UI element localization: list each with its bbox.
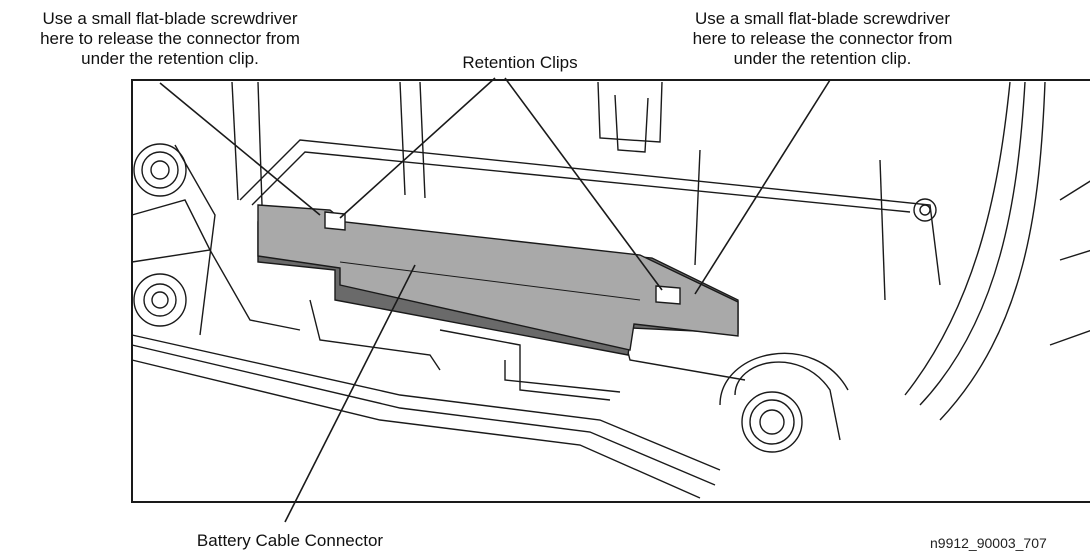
leader-battery-connector <box>284 264 416 523</box>
battery-cable-connector <box>257 204 739 356</box>
leader-clips-left <box>339 77 496 219</box>
leader-left-screwdriver <box>159 82 321 216</box>
callout-right-screwdriver: Use a small flat-blade screwdriver here … <box>650 9 995 69</box>
figure-id: n9912_90003_707 <box>930 535 1047 551</box>
leader-right-screwdriver <box>694 79 831 295</box>
callout-line: under the retention clip. <box>733 49 912 68</box>
leader-lines <box>159 77 831 523</box>
retention-clip-right <box>655 285 681 305</box>
callout-line: under the retention clip. <box>81 49 259 68</box>
leader-clips-right <box>504 77 663 291</box>
callout-battery-connector: Battery Cable Connector <box>120 531 460 551</box>
callout-text: Battery Cable Connector <box>196 531 384 550</box>
callout-retention-clips: Retention Clips <box>400 53 640 73</box>
retention-clip-left <box>324 211 346 231</box>
callout-line: here to release the connector from <box>692 29 953 48</box>
callout-line: Use a small flat-blade screwdriver <box>42 9 298 28</box>
callout-text: Retention Clips <box>462 53 578 72</box>
housing-linework <box>131 81 1090 499</box>
callout-left-screwdriver: Use a small flat-blade screwdriver here … <box>0 9 340 69</box>
callout-line: here to release the connector from <box>40 29 300 48</box>
callout-line: Use a small flat-blade screwdriver <box>694 9 951 28</box>
